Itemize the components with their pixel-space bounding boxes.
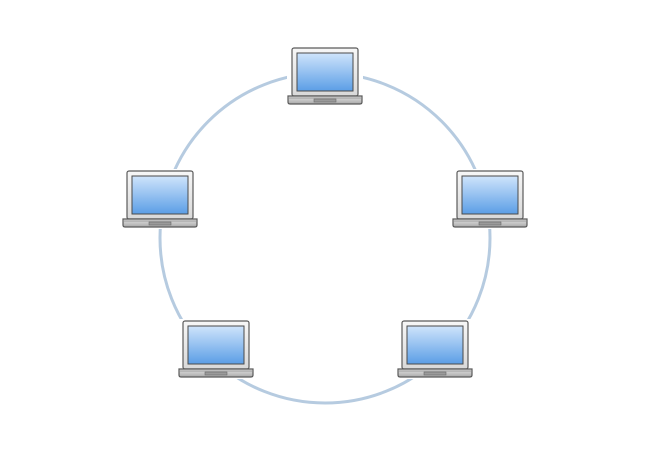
laptop-right bbox=[452, 169, 528, 229]
laptop-bottom-left bbox=[178, 319, 254, 379]
laptop-icon bbox=[452, 170, 528, 228]
laptop-icon bbox=[122, 170, 198, 228]
laptop-icon bbox=[397, 320, 473, 378]
laptop-bottom-right bbox=[397, 319, 473, 379]
laptop-icon bbox=[178, 320, 254, 378]
laptop-top bbox=[287, 46, 363, 106]
laptop-left bbox=[122, 169, 198, 229]
laptop-icon bbox=[287, 47, 363, 105]
nodes-layer bbox=[122, 46, 528, 379]
